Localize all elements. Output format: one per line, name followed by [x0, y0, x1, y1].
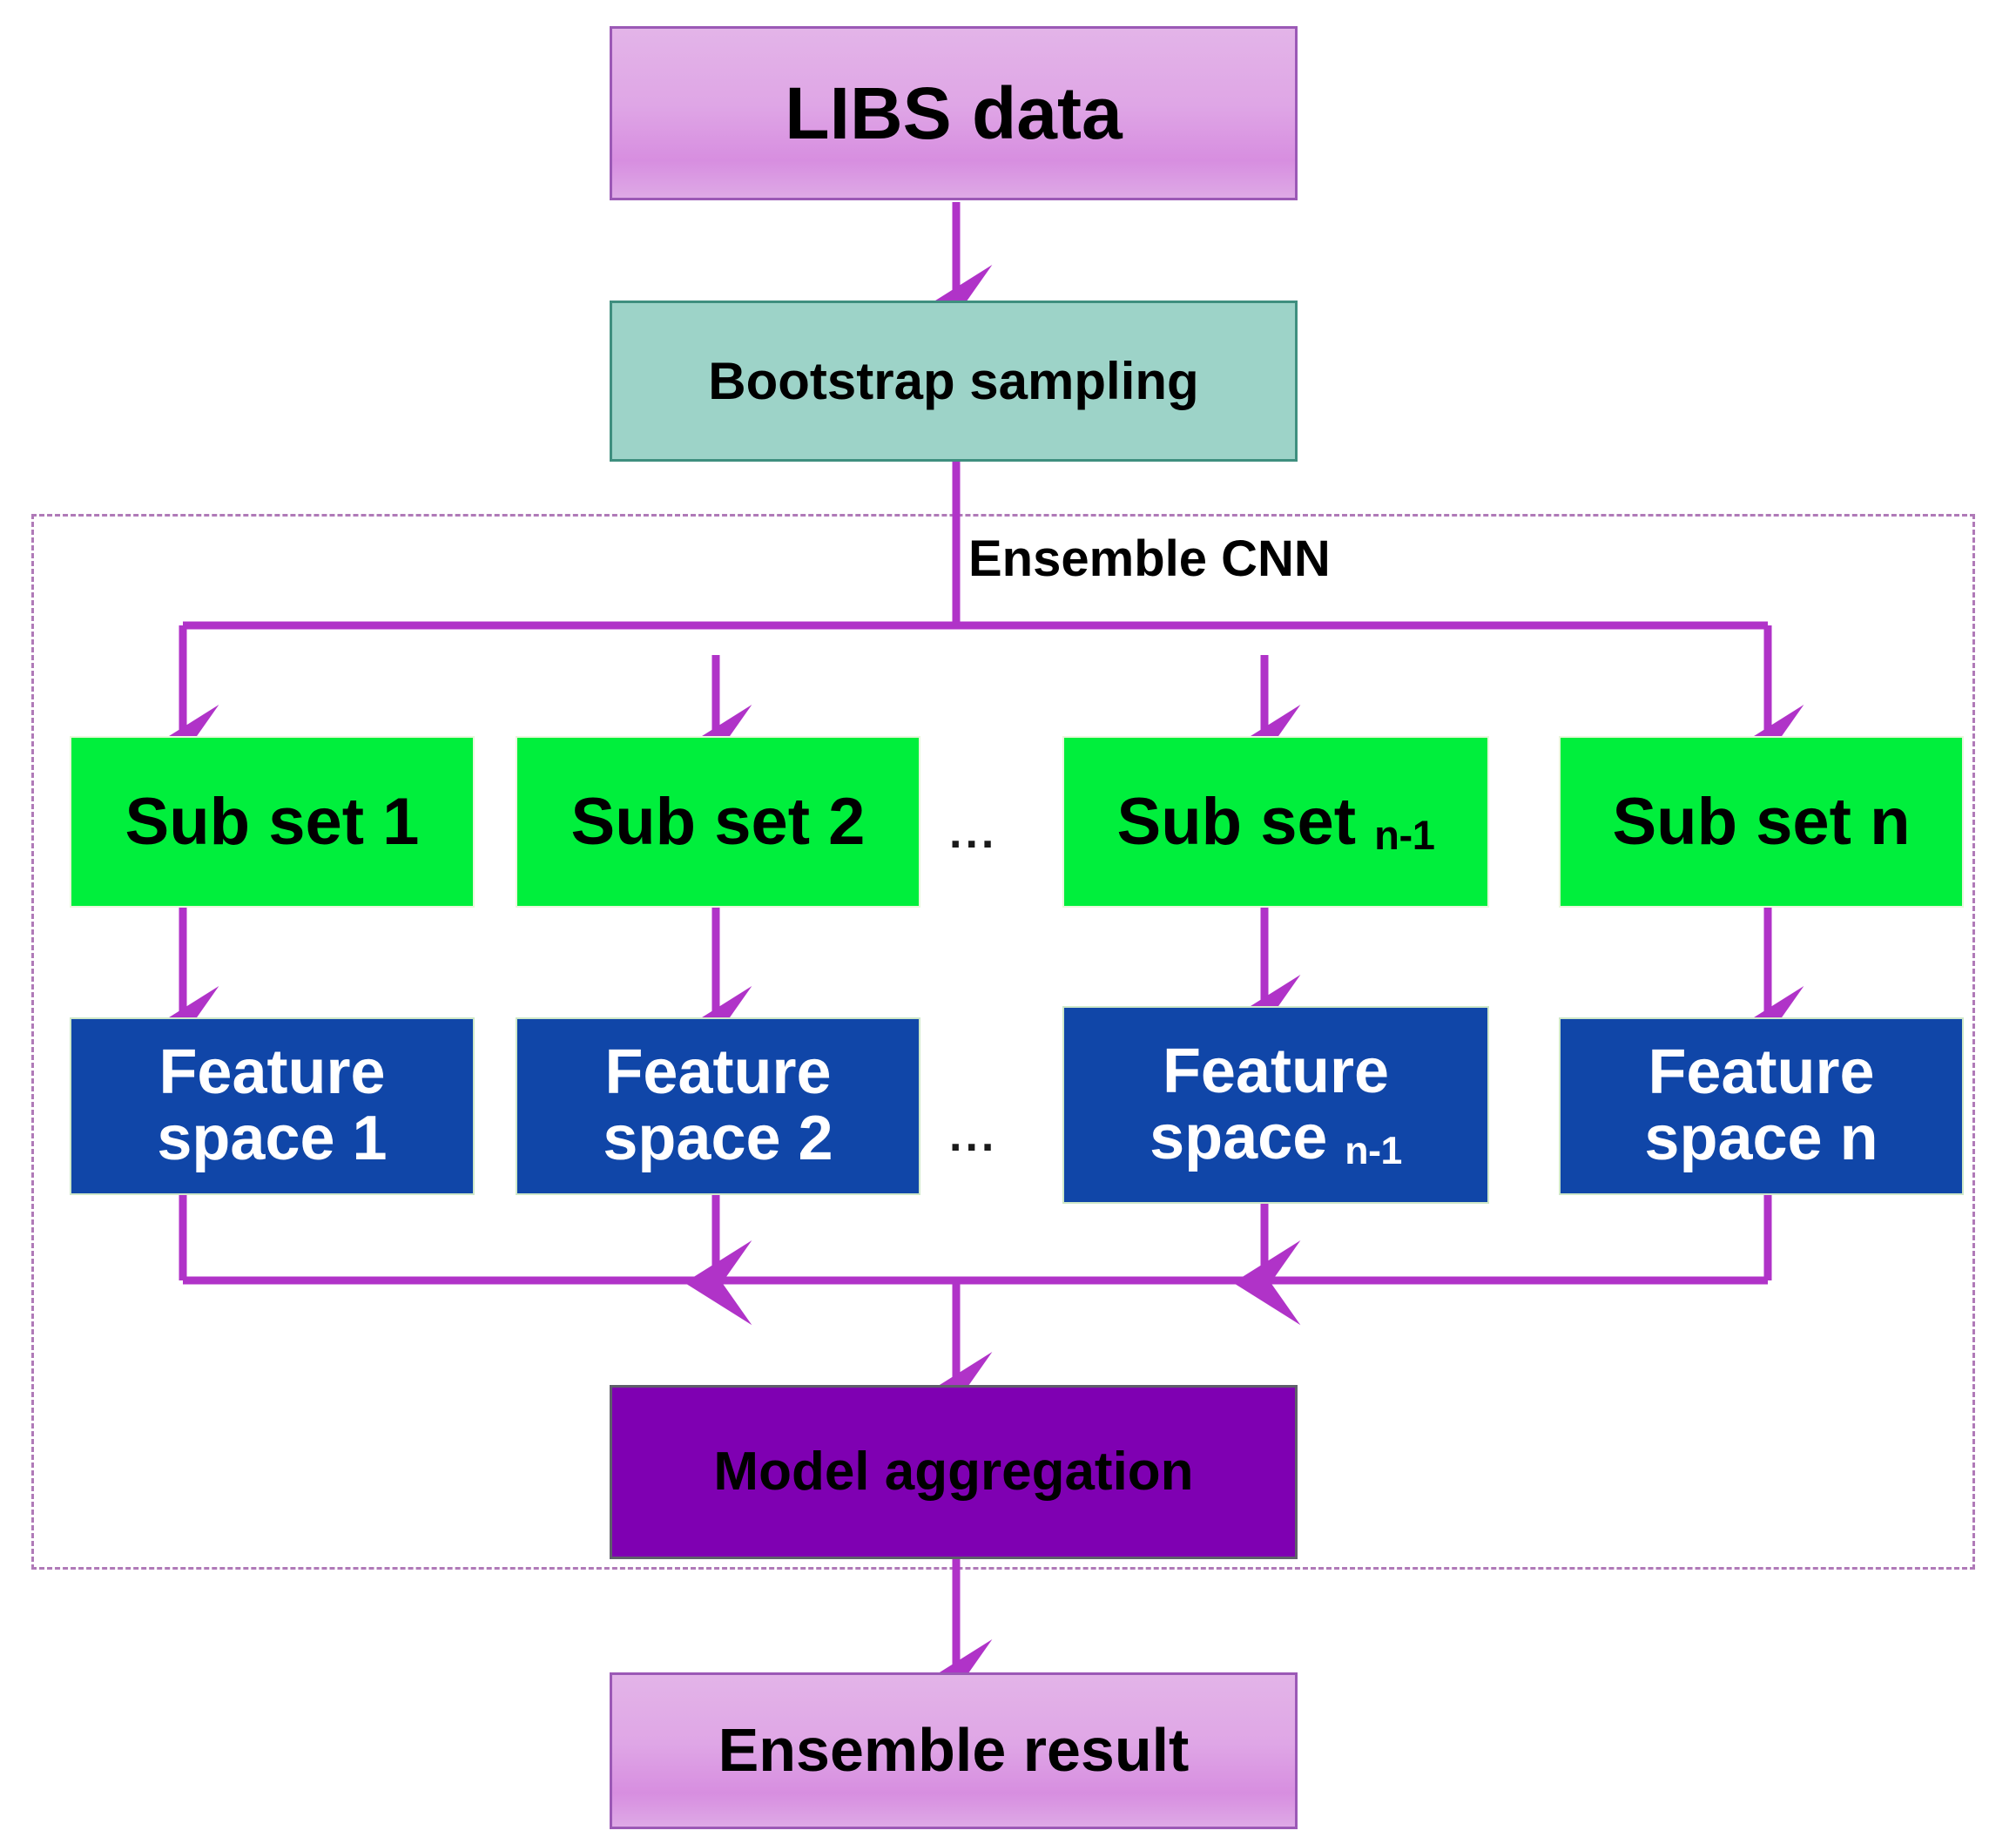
node-model-aggregation[interactable]: Model aggregation — [610, 1385, 1298, 1559]
node-sub-set-n-minus-1-label: Sub set n-1 — [1116, 784, 1435, 859]
ensemble-cnn-label: Ensemble CNN — [968, 530, 1331, 587]
node-libs-data[interactable]: LIBS data — [610, 26, 1298, 200]
node-feature-space-n-minus-1-label: Feature space n-1 — [1150, 1036, 1402, 1172]
ensemble-cnn-container — [31, 514, 1975, 1570]
node-sub-set-n[interactable]: Sub set n — [1559, 736, 1964, 908]
node-feature-space-1[interactable]: Feature space 1 — [70, 1017, 475, 1195]
node-feature-space-2-label: Feature space 2 — [603, 1037, 833, 1173]
node-libs-data-label: LIBS data — [785, 71, 1123, 154]
node-sub-set-n-minus-1[interactable]: Sub set n-1 — [1062, 736, 1489, 908]
node-sub-set-n-label: Sub set n — [1612, 784, 1911, 859]
node-sub-set-1-label: Sub set 1 — [125, 784, 420, 859]
node-bootstrap-sampling-label: Bootstrap sampling — [708, 352, 1199, 410]
node-feature-space-1-label: Feature space 1 — [157, 1037, 388, 1173]
node-sub-set-2-label: Sub set 2 — [570, 784, 866, 859]
node-model-aggregation-label: Model aggregation — [713, 1442, 1194, 1503]
ellipsis-subsets: ... — [949, 807, 998, 858]
node-ensemble-result-label: Ensemble result — [718, 1716, 1190, 1785]
node-bootstrap-sampling[interactable]: Bootstrap sampling — [610, 301, 1298, 462]
node-feature-space-n[interactable]: Feature space n — [1559, 1017, 1964, 1195]
node-ensemble-result[interactable]: Ensemble result — [610, 1672, 1298, 1829]
ellipsis-feature-spaces: ... — [949, 1111, 998, 1161]
node-sub-set-2[interactable]: Sub set 2 — [516, 736, 920, 908]
node-feature-space-n-minus-1[interactable]: Feature space n-1 — [1062, 1006, 1489, 1204]
node-feature-space-n-label: Feature space n — [1644, 1037, 1878, 1173]
node-sub-set-1[interactable]: Sub set 1 — [70, 736, 475, 908]
node-feature-space-2[interactable]: Feature space 2 — [516, 1017, 920, 1195]
